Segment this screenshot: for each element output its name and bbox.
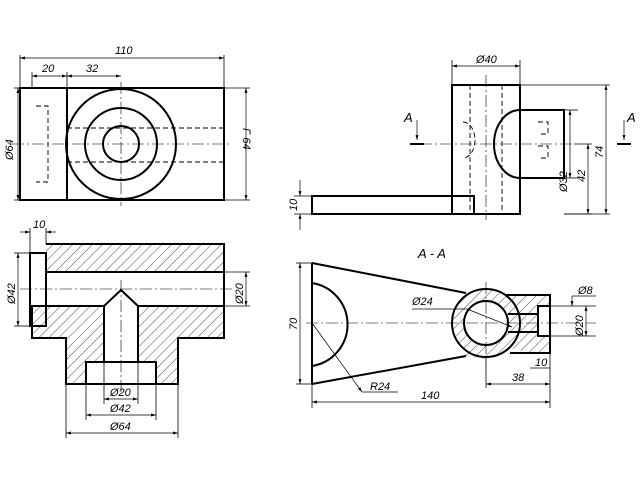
aa-tapered-sides	[311, 262, 467, 385]
section-aa-title: A - A	[417, 246, 446, 261]
dim-20: 20	[41, 63, 55, 75]
dim-d20-right: Ø20	[234, 282, 246, 305]
aa-ring-hatch	[452, 289, 520, 357]
side-hub-arc	[493, 109, 521, 179]
dim-g64: Γ 64	[240, 128, 252, 150]
cut-label-left: A	[403, 110, 413, 125]
section-hatch-top	[46, 244, 224, 272]
side-hidden-arc	[462, 121, 476, 159]
side-hidden-hole	[538, 121, 549, 159]
section-aa-view: A - A Ø24 Ø8 Ø20 70 R24 10	[288, 246, 596, 408]
dim-10-aa: 10	[535, 357, 548, 369]
dim-r24: R24	[370, 381, 390, 393]
dim-d64-left: Ø64	[4, 139, 16, 161]
side-base	[311, 195, 475, 215]
dim-d24: Ø24	[411, 296, 433, 308]
dim-32: 32	[86, 63, 98, 75]
dim-d20-inner: Ø20	[109, 387, 132, 399]
dim-110: 110	[115, 45, 133, 57]
dim-d42-left: Ø42	[6, 283, 18, 305]
dim-d42-mid: Ø42	[109, 403, 131, 415]
section-hatch-left	[32, 306, 104, 384]
dim-10-top: 10	[33, 219, 46, 231]
dim-d20-aa: Ø20	[574, 314, 586, 337]
dim-70: 70	[288, 317, 300, 330]
dim-74: 74	[594, 146, 606, 158]
side-view: A A Ø40 10 Ø32 42 74	[288, 54, 636, 230]
dim-d32: Ø32	[558, 171, 570, 193]
dim-42-side: 42	[576, 170, 588, 182]
aa-small-hole	[537, 305, 551, 337]
dim-38: 38	[512, 372, 525, 384]
dim-140: 140	[421, 390, 440, 402]
cut-label-right: A	[626, 110, 636, 125]
dim-d8: Ø8	[577, 285, 594, 297]
section-left-flange	[29, 252, 47, 327]
aa-r24-arc	[311, 282, 349, 367]
dim-d64-outer: Ø64	[109, 421, 131, 433]
dim-d40: Ø40	[475, 54, 498, 66]
front-section-view: 10 Ø42 Ø20 Ø20 Ø42 Ø64	[6, 219, 250, 438]
dim-10-base: 10	[288, 198, 300, 211]
plan-view: 110 20 32 Ø64 Γ 64	[4, 45, 252, 206]
section-hatch-right	[138, 306, 224, 384]
